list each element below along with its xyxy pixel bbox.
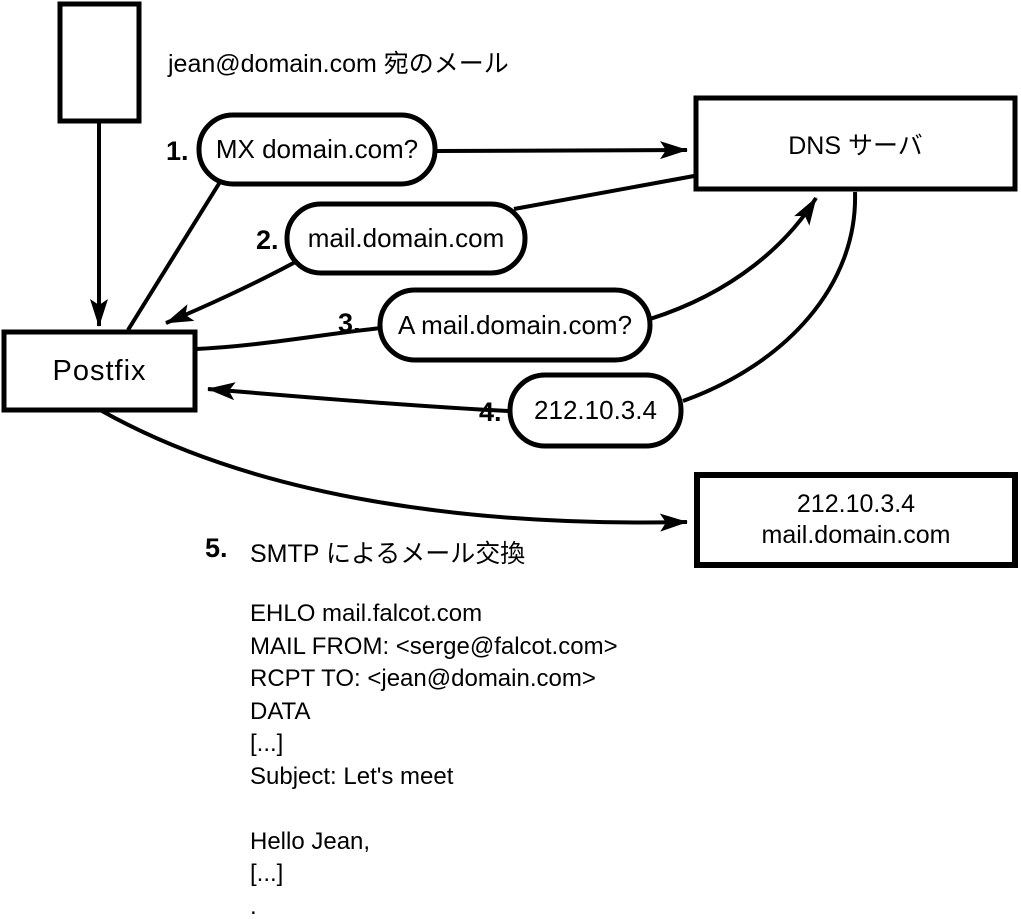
arrow-postfix-to-mailserver bbox=[101, 409, 688, 532]
answer2-pill bbox=[284, 201, 528, 276]
diagram-nodes bbox=[1, 1, 1018, 568]
line-dns-to-answer4 bbox=[682, 191, 858, 403]
query1-label: MX domain.com? bbox=[215, 134, 419, 164]
dns-server-box bbox=[693, 95, 1018, 192]
mail-source-box bbox=[57, 1, 142, 124]
diagram-arrows bbox=[90, 123, 858, 532]
step5-label: SMTP によるメール交換 bbox=[250, 540, 526, 568]
step5-number: 5. bbox=[205, 533, 228, 563]
mail-server-ip: 212.10.3.4 bbox=[796, 490, 916, 518]
arrow-answer4-to-postfix bbox=[207, 382, 509, 413]
answer4-label: 212.10.3.4 bbox=[534, 395, 657, 425]
step3-number: 3. bbox=[338, 308, 361, 338]
mail-server-hostname: mail.domain.com bbox=[761, 521, 951, 549]
line-postfix-to-query3 bbox=[195, 326, 383, 351]
arrow-answer2-to-postfix bbox=[165, 258, 300, 325]
answer4-pill bbox=[507, 372, 684, 449]
answer2-label: mail.domain.com bbox=[307, 223, 505, 253]
arrow-query3-to-dns bbox=[649, 196, 818, 321]
query3-pill bbox=[377, 287, 653, 363]
step4-number: 4. bbox=[479, 397, 502, 427]
line-dns-to-answer2 bbox=[513, 174, 695, 211]
query1-pill bbox=[196, 112, 438, 187]
postfix-label: Postfix bbox=[52, 354, 147, 387]
step2-number: 2. bbox=[256, 225, 279, 255]
dns-server-label: DNS サーバ bbox=[788, 131, 923, 160]
arrow-query1-to-dns bbox=[436, 141, 688, 160]
mail-server-label: 212.10.3.4 mail.domain.com bbox=[697, 475, 1015, 565]
mail-server-box bbox=[694, 472, 1018, 568]
query3-label: A mail.domain.com? bbox=[397, 309, 633, 340]
postfix-box bbox=[1, 329, 198, 413]
mail-destination-note: jean@domain.com 宛のメール bbox=[168, 50, 509, 78]
smtp-session-transcript: EHLO mail.falcot.com MAIL FROM: <serge@f… bbox=[250, 600, 618, 919]
line-postfix-to-query1 bbox=[126, 180, 222, 332]
step1-number: 1. bbox=[166, 136, 189, 166]
